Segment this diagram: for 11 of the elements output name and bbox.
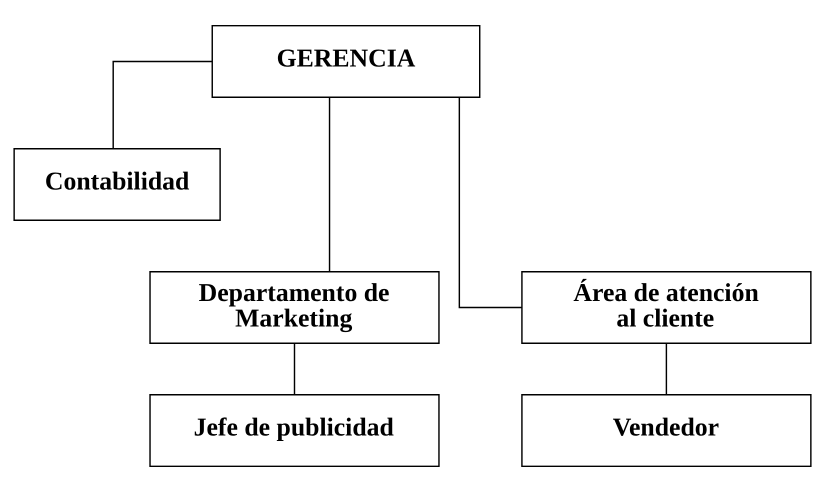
connector	[458, 97, 522, 308]
node-box: GERENCIA	[212, 25, 480, 98]
connector	[112, 60, 212, 148]
connector	[294, 344, 296, 395]
node-box: Contabilidad	[13, 148, 221, 221]
node-box: Vendedor	[521, 394, 812, 467]
node-box: Departamento de Marketing	[149, 271, 440, 344]
connector	[328, 97, 330, 272]
connector	[666, 344, 668, 395]
node-box: Área de atención al cliente	[521, 271, 812, 344]
node-box: Jefe de publicidad	[149, 394, 440, 467]
